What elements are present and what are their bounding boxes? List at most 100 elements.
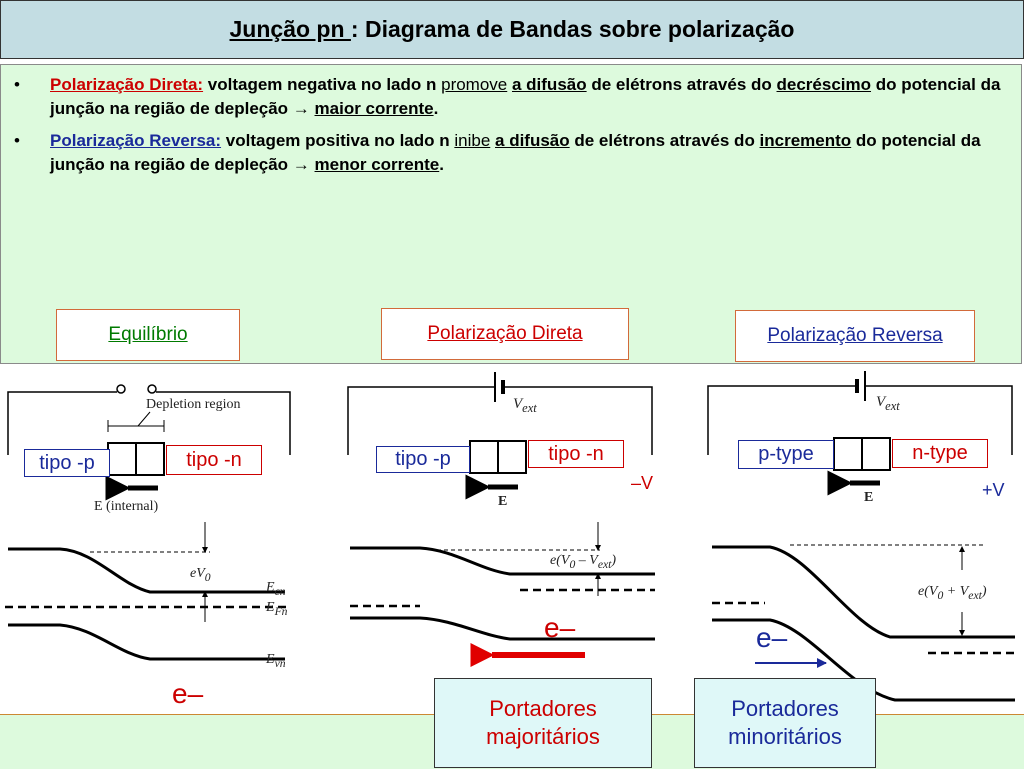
- circuit-wire-right: [503, 386, 653, 455]
- forward-box: Polarização Direta: [381, 308, 629, 360]
- equilibrium-label: Equilíbrio: [108, 324, 188, 345]
- bullet-reverse-label: Polarização Reversa:: [50, 131, 222, 150]
- internal-field-caption: E (internal): [94, 499, 159, 514]
- plus-v-label: +V: [982, 480, 1005, 500]
- ev0-caption: eV0: [190, 566, 211, 584]
- barrier-text: e(V: [550, 553, 570, 568]
- p-type-label: tipo -p: [376, 446, 470, 473]
- field-caption: E: [864, 490, 874, 505]
- bullet-text: .: [433, 99, 439, 118]
- arrow-right-icon: →: [292, 99, 310, 118]
- bullet-text: voltagem negativa no lado n: [203, 75, 442, 94]
- valence-band: [350, 616, 655, 641]
- barrier-text: + V: [943, 584, 969, 599]
- bullet-keyword: inibe: [454, 131, 491, 150]
- arrow-right-icon: →: [292, 155, 310, 174]
- bullet-text: de elétrons através do: [586, 75, 777, 94]
- vext-caption: Vext: [513, 396, 537, 416]
- reverse-diagram: [707, 371, 1015, 702]
- reverse-label: Polarização Reversa: [767, 325, 943, 346]
- conduction-band: [350, 546, 655, 576]
- vext-sub: ext: [885, 399, 900, 413]
- terminal-left: [116, 384, 126, 394]
- barrier-text: ): [611, 553, 617, 568]
- p-type-label: tipo -p: [24, 449, 110, 477]
- bullet-forward: Polarização Direta: voltagem negativa no…: [14, 73, 1004, 121]
- bullet-keyword: decréscimo: [776, 75, 872, 94]
- majority-carriers-box: Portadores majoritários: [434, 678, 652, 768]
- barrier-sub: ext: [597, 557, 612, 571]
- evn-text: E: [266, 652, 275, 667]
- evn-sub: vn: [274, 656, 286, 670]
- equilibrium-box: Equilíbrio: [56, 309, 240, 361]
- barrier-sub: 0: [937, 588, 944, 602]
- bullet-forward-label: Polarização Direta:: [50, 75, 204, 94]
- circuit-wire-left: [7, 391, 117, 455]
- vext-text: V: [876, 394, 886, 410]
- minority-line1: Portadores: [731, 696, 839, 721]
- vext-caption: Vext: [876, 394, 900, 414]
- depletion-pointer: [137, 411, 151, 427]
- ev0-text: eV: [190, 566, 205, 581]
- bullet-text: voltagem positiva no lado n: [221, 131, 455, 150]
- bullet-keyword: promove: [441, 75, 508, 94]
- p-type-label: p-type: [738, 440, 834, 469]
- ecn-text: E: [266, 580, 275, 595]
- bullet-keyword: incremento: [759, 131, 852, 150]
- reverse-box: Polarização Reversa: [735, 310, 975, 362]
- bullet-text: de elétrons através do: [569, 131, 760, 150]
- minus-v-label: –V: [631, 473, 654, 493]
- valence-band: [712, 618, 1015, 702]
- electron-label-equilibrium: e–: [172, 678, 204, 709]
- ecn-caption: Ecn: [266, 580, 286, 598]
- conduction-band: [712, 545, 1015, 639]
- barrier-sub: 0: [569, 557, 576, 571]
- circuit-wire-right: [156, 391, 291, 455]
- forward-diagram: [347, 372, 655, 667]
- field-caption: E: [498, 494, 508, 509]
- barrier-caption: e(V0 + Vext): [918, 584, 987, 602]
- page-title: Junção pn : Diagrama de Bandas sobre pol…: [230, 16, 795, 43]
- circuit-wire-left: [707, 385, 857, 455]
- majority-line2: majoritários: [486, 724, 600, 749]
- valence-band: [8, 623, 285, 661]
- conduction-band: [8, 547, 285, 594]
- circuit-wire-right: [865, 385, 1013, 455]
- depletion-caption: Depletion region: [146, 397, 241, 412]
- n-type-label: tipo -n: [528, 440, 624, 468]
- efn-sub: Fn: [274, 604, 288, 618]
- bullet-keyword: menor corrente: [314, 155, 440, 174]
- vext-sub: ext: [522, 401, 537, 415]
- terminal-right: [147, 384, 157, 394]
- barrier-text: ): [981, 584, 987, 599]
- barrier-caption: e(V0 – Vext): [550, 553, 616, 571]
- barrier-text: e(V: [918, 584, 938, 599]
- bullet-keyword: a difusão: [511, 75, 587, 94]
- bullet-list: Polarização Direta: voltagem negativa no…: [14, 73, 1004, 185]
- bullet-keyword: maior corrente: [314, 99, 434, 118]
- equilibrium-diagram: [5, 384, 291, 661]
- evn-caption: Evn: [266, 652, 286, 670]
- minority-line2: minoritários: [728, 724, 842, 749]
- circuit-wire-left: [347, 386, 495, 455]
- ecn-sub: cn: [274, 584, 286, 598]
- title-bar: Junção pn : Diagrama de Bandas sobre pol…: [0, 0, 1024, 59]
- bullet-text: do potencial da junção na região de depl…: [50, 75, 1001, 118]
- bullet-reverse: Polarização Reversa: voltagem positiva n…: [14, 129, 1004, 177]
- majority-line1: Portadores: [489, 696, 597, 721]
- electron-label-reverse: e–: [756, 622, 788, 653]
- bullet-keyword: a difusão: [495, 131, 570, 150]
- bullet-text: do potencial da junção na região de depl…: [50, 131, 981, 174]
- forward-label: Polarização Direta: [427, 323, 583, 344]
- n-type-label: n-type: [892, 439, 988, 468]
- minority-carriers-box: Portadores minoritários: [694, 678, 876, 768]
- title-rest: : Diagrama de Bandas sobre polarização: [350, 16, 795, 42]
- n-type-label: tipo -n: [166, 445, 262, 475]
- barrier-text: – V: [575, 553, 598, 568]
- barrier-sub: ext: [968, 588, 982, 602]
- ev0-sub: 0: [204, 570, 211, 584]
- title-underlined: Junção pn: [229, 16, 351, 42]
- electron-label-forward: e–: [544, 612, 576, 643]
- efn-caption: EFn: [266, 600, 288, 618]
